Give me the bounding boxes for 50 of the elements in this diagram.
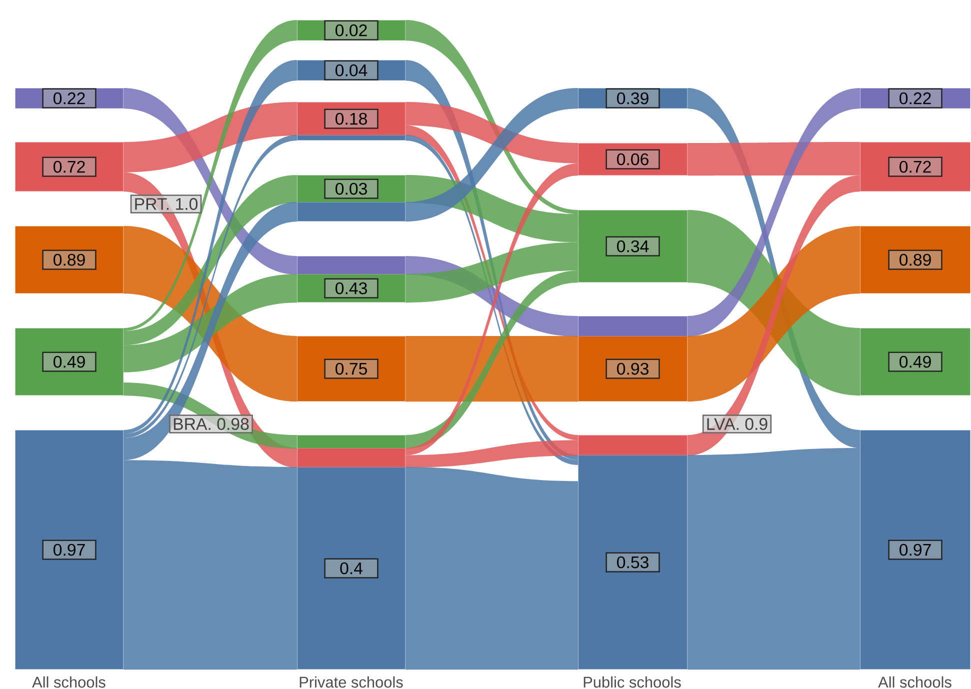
flow-band — [406, 270, 578, 449]
bar: 0.22 — [15, 88, 124, 108]
bar: 0.18 — [297, 102, 406, 136]
bar: 0.4 — [297, 467, 406, 670]
flow-band — [688, 88, 860, 337]
flow-band — [406, 242, 578, 303]
bar: 0.04 — [297, 60, 406, 80]
bar — [297, 135, 406, 140]
tooltip-label: BRA. 0.98 — [169, 414, 253, 434]
flow-band — [406, 102, 578, 164]
bar: 0.49 — [860, 328, 970, 396]
flow-band — [688, 142, 860, 176]
bar — [297, 435, 406, 448]
bar — [578, 316, 688, 336]
flow-band — [406, 88, 578, 222]
flow-band — [406, 440, 578, 468]
bar: 0.43 — [297, 274, 406, 302]
bar: 0.03 — [297, 175, 406, 202]
bar: 0.02 — [297, 20, 406, 40]
bar — [578, 435, 688, 456]
bar: 0.49 — [15, 328, 124, 396]
flow-band — [124, 102, 297, 172]
bar: 0.34 — [578, 210, 688, 282]
bar: 0.72 — [15, 142, 124, 192]
bar: 0.06 — [578, 143, 688, 176]
flow-band — [124, 20, 297, 332]
flow-band — [124, 135, 297, 438]
bar: 0.97 — [860, 430, 970, 670]
bar: 0.89 — [860, 226, 970, 294]
bar — [297, 448, 406, 468]
bar: 0.89 — [15, 226, 124, 294]
bar: 0.39 — [578, 88, 688, 108]
flow-band — [406, 20, 578, 214]
flow-band — [124, 274, 297, 372]
flow-band — [406, 336, 578, 402]
bar — [297, 256, 406, 274]
flow-band — [124, 60, 297, 434]
bar: 0.72 — [860, 142, 970, 192]
bar: 0.93 — [578, 336, 688, 402]
tooltip-label: PRT. 1.0 — [130, 194, 202, 214]
flow-band — [406, 467, 578, 670]
flow-band — [688, 448, 860, 670]
bar: 0.97 — [15, 430, 124, 670]
bar: 0.53 — [578, 455, 688, 670]
flow-band — [124, 175, 297, 346]
bar: 0.75 — [297, 336, 406, 402]
flow-band — [124, 460, 297, 670]
bar: 0.22 — [860, 88, 970, 108]
bar — [297, 202, 406, 222]
tooltip-label: LVA. 0.9 — [702, 414, 772, 434]
